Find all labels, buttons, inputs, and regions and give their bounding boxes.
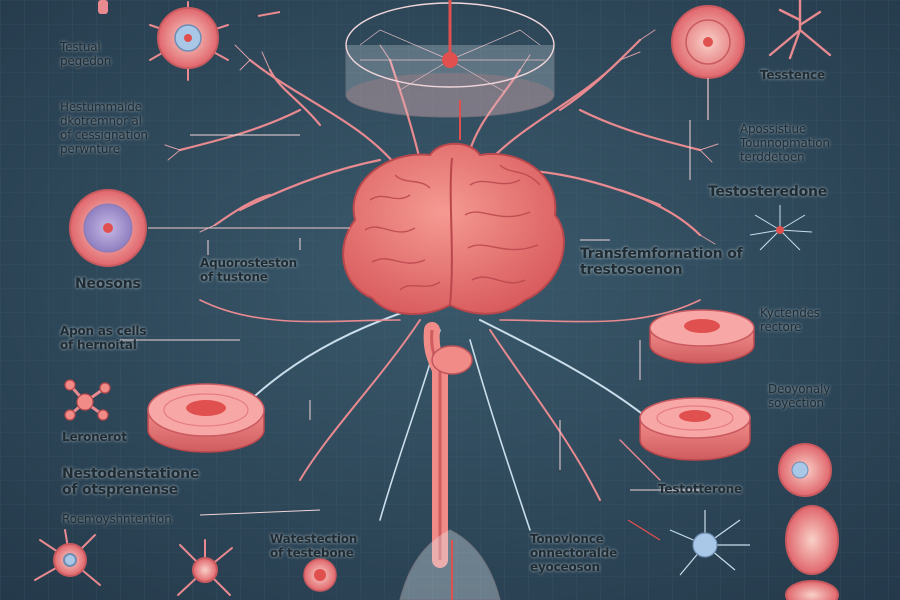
molecule-left (64, 379, 111, 421)
upper-nerve-branches (178, 38, 702, 237)
label-apossistiue: Apossistiue Tounnopmation terddetoen (740, 122, 830, 164)
label-nestodenstatione: Nestodenstatione of otsprenense (62, 466, 200, 498)
label-testosteredone: Testosteredone (708, 184, 828, 200)
label-aquorosteston: Aquorosteston of tustone (200, 256, 297, 284)
label-tesstence: Tesstence (760, 68, 825, 82)
label-apon-as-cells: Apon as cells of hernoital (60, 324, 147, 352)
leader-lines (120, 120, 700, 516)
cell-right-lower (778, 443, 832, 497)
label-testual-pegedon: Testual pegedon (60, 40, 112, 68)
top-neural-disc (345, 0, 555, 140)
brain (342, 142, 565, 315)
star-neuron-right-middle (749, 205, 813, 251)
label-watestection: Watestection of testebone (270, 532, 358, 560)
cell-left-middle (69, 189, 350, 267)
label-testotterone: Testotterone (658, 482, 742, 496)
label-hestummalde: Hestummalde dkotremnor al of cessignatio… (60, 100, 148, 156)
label-leronerot: Leronerot (62, 430, 127, 444)
disc-left (147, 383, 265, 453)
label-roemoyshntention: Roemoyshntention (62, 512, 172, 526)
label-tonovlonce: Tonovlonce onnectoralde eyoceoson (530, 532, 618, 574)
label-transfemfornation: Transfemfornation of trestosoenon (580, 246, 743, 278)
cell-top-left (98, 0, 281, 81)
star-neuron-bottom-left (34, 529, 101, 586)
label-neosons: Neosons (75, 276, 141, 292)
upper-nerve-fibers (164, 29, 719, 245)
cell-top-right (671, 5, 745, 120)
label-deoyonaly: Deoyonaly soyection (768, 382, 831, 410)
label-kyctendes: Kyctendes rectore (760, 306, 820, 334)
small-cell-bottom-left (303, 558, 337, 592)
cell-right-bottom (785, 505, 839, 600)
star-neuron-bottom-right (627, 510, 750, 576)
star-neuron-bottom-mid (177, 539, 233, 596)
spinal-cord (399, 322, 501, 600)
small-neuron-top-right (768, 0, 832, 60)
disc-right-middle (639, 397, 751, 461)
disc-right-top (649, 309, 755, 364)
lower-nerve-branches (199, 299, 701, 531)
